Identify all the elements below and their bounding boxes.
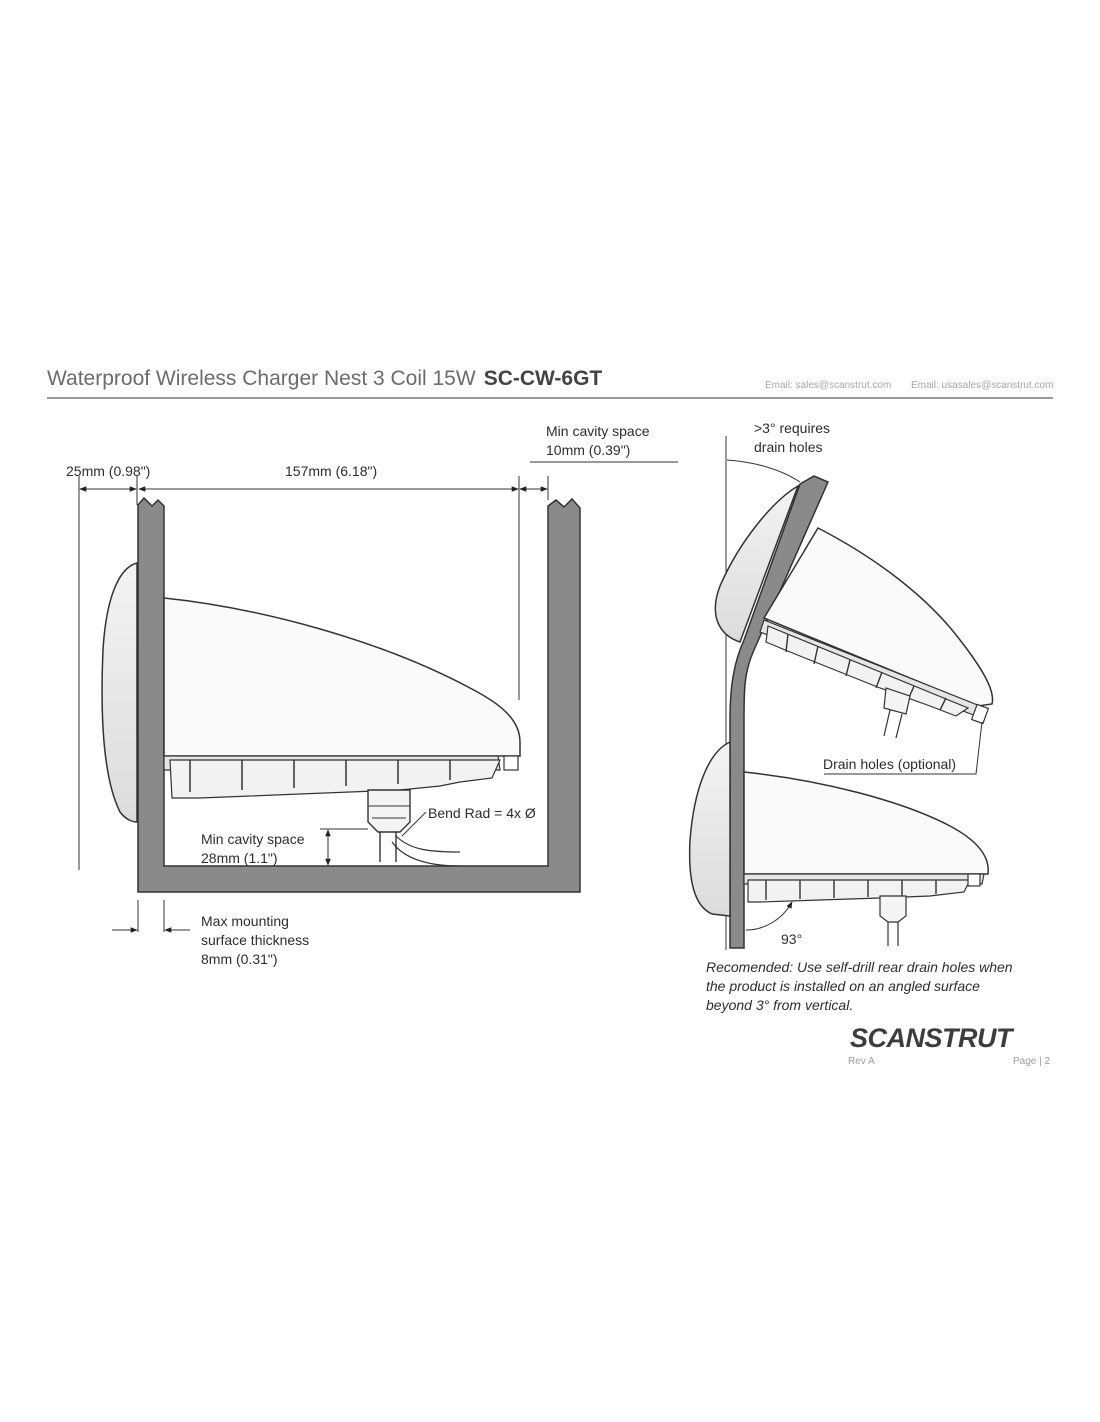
label-side-cavity-value: 10mm (0.39") bbox=[546, 442, 631, 458]
dimension-front-depth bbox=[78, 476, 138, 870]
charger-angled-upper bbox=[714, 484, 994, 739]
note-line3: beyond 3° from vertical. bbox=[706, 997, 854, 1013]
charger-vertical-lower bbox=[688, 740, 989, 946]
label-thickness-line2: surface thickness bbox=[201, 932, 310, 948]
label-thickness-line3: 8mm (0.31") bbox=[201, 951, 278, 967]
label-width: 157mm (6.18") bbox=[285, 463, 378, 479]
dimension-wall-thickness bbox=[112, 900, 190, 933]
charger-front-bezel bbox=[101, 562, 138, 823]
label-angle-93: 93° bbox=[781, 931, 803, 947]
angled-mount-panel bbox=[729, 475, 829, 949]
bend-radius-leader bbox=[401, 811, 427, 837]
document-title: Waterproof Wireless Charger Nest 3 Coil … bbox=[47, 367, 603, 390]
drain-angle-arc bbox=[726, 459, 801, 483]
revision-label: Rev A bbox=[848, 1056, 875, 1067]
email-sales: Email: sales@scanstrut.com bbox=[765, 380, 892, 391]
note-line2: the product is installed on an angled su… bbox=[706, 978, 980, 994]
angle-93-arc bbox=[745, 901, 793, 931]
charger-body bbox=[163, 597, 521, 799]
label-drain-holes-optional: Drain holes (optional) bbox=[823, 756, 957, 772]
dimension-side-cavity bbox=[519, 461, 678, 500]
page-number: Page | 2 bbox=[1013, 1056, 1051, 1067]
label-side-cavity-title: Min cavity space bbox=[546, 423, 650, 439]
email-usa-sales: Email: usasales@scanstrut.com bbox=[911, 380, 1054, 391]
label-front-depth: 25mm (0.98") bbox=[66, 463, 151, 479]
label-bend-radius: Bend Rad = 4x Ø bbox=[428, 805, 536, 821]
header-rule bbox=[47, 397, 1053, 399]
note-line1: Recomended: Use self-drill rear drain ho… bbox=[706, 959, 1013, 975]
dimension-width bbox=[138, 476, 520, 700]
cable-gland bbox=[367, 789, 461, 867]
label-drain-requirement-line2: drain holes bbox=[754, 439, 823, 455]
dimension-bottom-cavity bbox=[320, 828, 368, 866]
label-bottom-cavity-title: Min cavity space bbox=[201, 831, 305, 847]
label-thickness-line1: Max mounting bbox=[201, 913, 289, 929]
brand-logo: SCANSTRUT bbox=[850, 1023, 1013, 1053]
cavity-section bbox=[137, 496, 581, 893]
label-bottom-cavity-value: 28mm (1.1") bbox=[201, 850, 278, 866]
model-number: SC-CW-6GT bbox=[483, 367, 603, 390]
label-drain-requirement-line1: >3° requires bbox=[754, 420, 831, 436]
drain-holes-leader bbox=[824, 721, 983, 775]
